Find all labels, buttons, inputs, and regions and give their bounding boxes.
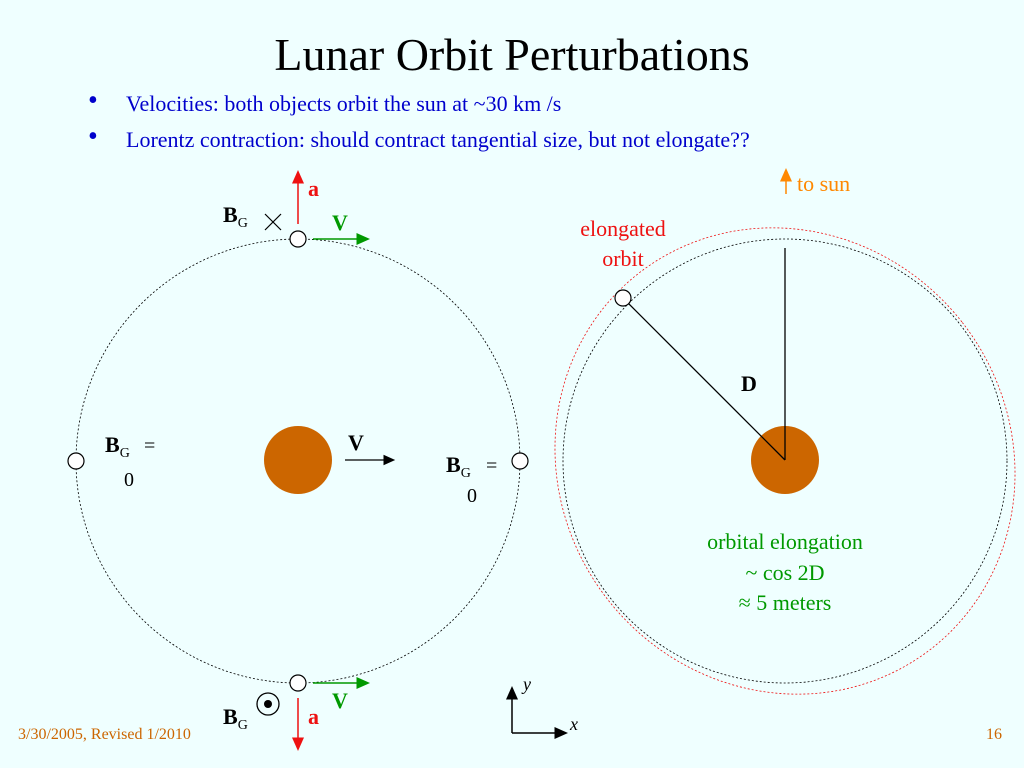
bg-label-main: B bbox=[446, 452, 461, 477]
bg-label-sub: G bbox=[461, 466, 471, 481]
d-label: D bbox=[741, 371, 757, 396]
a-label-bottom: a bbox=[308, 704, 319, 729]
bullet-list: • Velocities: both objects orbit the sun… bbox=[88, 85, 750, 162]
y-axis-label: y bbox=[521, 674, 531, 694]
a-label-top: a bbox=[308, 176, 319, 201]
page-number: 16 bbox=[986, 726, 1002, 743]
to-sun-label: to sun bbox=[797, 171, 850, 196]
bg-label-sub: G bbox=[238, 718, 248, 733]
bg-label-right: BG bbox=[446, 452, 471, 481]
moon-top bbox=[289, 230, 307, 248]
elongation-line-3: ≈ 5 meters bbox=[739, 590, 832, 615]
bg-label-top: BG bbox=[223, 202, 248, 231]
bg-left-zero: 0 bbox=[124, 469, 134, 491]
elongated-orbit bbox=[554, 227, 1016, 695]
elongation-line-2: ~ cos 2D bbox=[745, 560, 824, 585]
bullet-dot-icon: • bbox=[88, 121, 98, 152]
xy-axes bbox=[506, 686, 568, 739]
elongated-orbit-label-1: elongated bbox=[580, 216, 666, 241]
bullet-text: Lorentz contraction: should contract tan… bbox=[126, 127, 750, 152]
earth-left bbox=[264, 426, 332, 494]
cross-icon bbox=[264, 213, 282, 231]
bg-label-bottom: BG bbox=[223, 704, 248, 733]
bg-left-value: = bbox=[144, 435, 155, 457]
v-label-top: V bbox=[332, 210, 348, 235]
bg-label-main: B bbox=[105, 432, 120, 457]
dot-in-circle-icon bbox=[256, 692, 280, 716]
bg-label-main: B bbox=[223, 704, 238, 729]
bg-right-zero: 0 bbox=[467, 485, 477, 507]
footer-date: 3/30/2005, Revised 1/2010 bbox=[18, 726, 191, 743]
v-label-center: V bbox=[348, 430, 364, 455]
bg-label-sub: G bbox=[120, 446, 130, 461]
moon-radius-line bbox=[622, 297, 786, 461]
bullet-item: • Lorentz contraction: should contract t… bbox=[88, 121, 750, 154]
elongated-orbit-label-2: orbit bbox=[602, 246, 644, 271]
bg-right-value: = bbox=[486, 455, 497, 477]
x-axis-label: x bbox=[569, 714, 578, 734]
bg-label-left: BG bbox=[105, 432, 130, 461]
v-label-bottom: V bbox=[332, 688, 348, 713]
bg-label-main: B bbox=[223, 202, 238, 227]
bullet-item: • Velocities: both objects orbit the sun… bbox=[88, 85, 750, 118]
moon-bottom bbox=[289, 674, 307, 692]
bullet-dot-icon: • bbox=[88, 85, 98, 116]
bg-label-sub: G bbox=[238, 216, 248, 231]
elongation-line-1: orbital elongation bbox=[707, 529, 863, 554]
moon-right-diagram bbox=[614, 289, 632, 307]
right-orbit-circle bbox=[562, 238, 1008, 684]
slide-title: Lunar Orbit Perturbations bbox=[274, 29, 750, 80]
moon-right bbox=[511, 452, 529, 470]
bullet-text: Velocities: both objects orbit the sun a… bbox=[126, 91, 562, 116]
moon-left bbox=[67, 452, 85, 470]
